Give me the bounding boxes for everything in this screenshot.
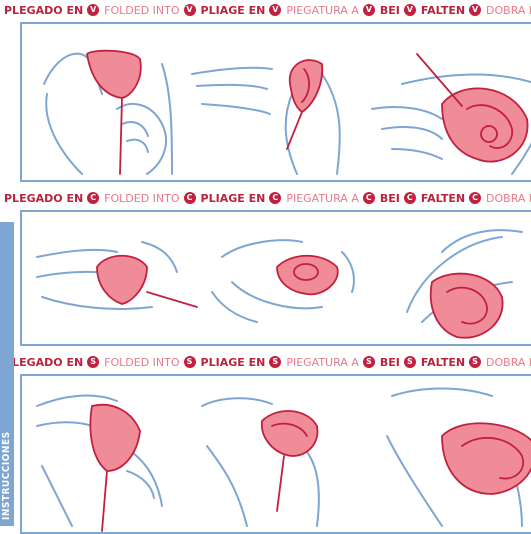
header-segment-text: BEI xyxy=(380,356,400,369)
panel-s-fold xyxy=(20,374,531,534)
fold-letter-badge: S xyxy=(184,356,196,368)
fold-letter-badge: V xyxy=(184,4,196,16)
header-segment-text: FOLDED INTO xyxy=(104,192,179,205)
cup-c-2 xyxy=(277,256,338,295)
cup-s-1 xyxy=(90,405,140,471)
header-segment: DOBRA EMS xyxy=(486,356,531,369)
fold-letter-badge: S xyxy=(469,356,481,368)
cup-s-2 xyxy=(262,411,318,456)
fold-letter-badge: C xyxy=(87,192,99,204)
header-segment: BEI S xyxy=(380,356,416,369)
hand-outline xyxy=(37,250,117,257)
header-segment: FALTEN C xyxy=(421,192,481,205)
header-segment-text: DOBRA EM xyxy=(486,356,531,369)
cup-s-3 xyxy=(442,423,531,494)
header-segment-text: FOLDED INTO xyxy=(104,4,179,17)
cup-v-2 xyxy=(290,60,323,112)
fold-letter-badge: S xyxy=(87,356,99,368)
header-segment-text: DOBRA EM xyxy=(486,4,531,17)
header-segment: PLEGADO EN V xyxy=(4,4,99,17)
header-segment: DOBRA EMV xyxy=(486,4,531,17)
header-segment-text: PLEGADO EN xyxy=(4,356,83,369)
side-tab: INSTRUCCIONES xyxy=(0,222,14,526)
header-segment-text: FALTEN xyxy=(421,356,465,369)
stem-c-1 xyxy=(147,292,197,307)
header-segment-text: PIEGATURA A xyxy=(286,4,359,17)
stem-s-1 xyxy=(102,471,107,531)
header-segment: PIEGATURA A C xyxy=(286,192,375,205)
header-segment-text: FOLDED INTO xyxy=(104,356,179,369)
fold-letter-badge: V xyxy=(269,4,281,16)
cup-v-1 xyxy=(87,51,141,98)
header-segment-text: PLIAGE EN xyxy=(201,4,266,17)
header-segment-text: BEI xyxy=(380,4,400,17)
c-fold-illustrations xyxy=(22,212,531,346)
fold-letter-badge: V xyxy=(404,4,416,16)
fold-letter-badge: S xyxy=(363,356,375,368)
fold-letter-badge: V xyxy=(469,4,481,16)
side-tab-label: INSTRUCCIONES xyxy=(1,431,13,520)
header-segment-text: PLEGADO EN xyxy=(4,192,83,205)
panel-v-fold xyxy=(20,22,531,182)
header-segment: PLEGADO EN C xyxy=(4,192,99,205)
cup-c-3 xyxy=(431,274,503,338)
header-segment: PLEGADO EN S xyxy=(4,356,99,369)
header-segment-text: PIEGATURA A xyxy=(286,356,359,369)
fold-letter-badge: S xyxy=(269,356,281,368)
fold-letter-badge: V xyxy=(87,4,99,16)
header-segment-text: DOBRA EM xyxy=(486,192,531,205)
fold-letter-badge: S xyxy=(404,356,416,368)
header-segment: FOLDED INTO S xyxy=(104,356,195,369)
header-segment: FOLDED INTO C xyxy=(104,192,195,205)
panel-c-fold xyxy=(20,210,531,346)
fold-letter-badge: V xyxy=(363,4,375,16)
header-segment: FOLDED INTO V xyxy=(104,4,195,17)
stem-v-1 xyxy=(120,98,122,174)
header-segment-text: PLIAGE EN xyxy=(201,192,266,205)
header-segment: PIEGATURA A V xyxy=(286,4,375,17)
header-segment-text: BEI xyxy=(380,192,400,205)
header-segment: BEI C xyxy=(380,192,416,205)
header-segment: BEI V xyxy=(380,4,416,17)
fold-letter-badge: C xyxy=(363,192,375,204)
header-segment: DOBRA EMC xyxy=(486,192,531,205)
header-segment: FALTEN S xyxy=(421,356,481,369)
s-fold-illustrations xyxy=(22,376,531,534)
header-segment: PIEGATURA A S xyxy=(286,356,375,369)
cup-v-3 xyxy=(442,88,528,161)
cup-c-1 xyxy=(97,256,147,304)
fold-letter-badge: C xyxy=(269,192,281,204)
v-fold-illustrations xyxy=(22,24,531,182)
header-segment-text: PLEGADO EN xyxy=(4,4,83,17)
header-segment: FALTEN V xyxy=(421,4,481,17)
fold-letter-badge: C xyxy=(184,192,196,204)
header-segment-text: PIEGATURA A xyxy=(286,192,359,205)
header-segment-text: PLIAGE EN xyxy=(201,356,266,369)
fold-letter-badge: C xyxy=(469,192,481,204)
header-segment-text: FALTEN xyxy=(421,4,465,17)
fold-letter-badge: C xyxy=(404,192,416,204)
header-segment-text: FALTEN xyxy=(421,192,465,205)
